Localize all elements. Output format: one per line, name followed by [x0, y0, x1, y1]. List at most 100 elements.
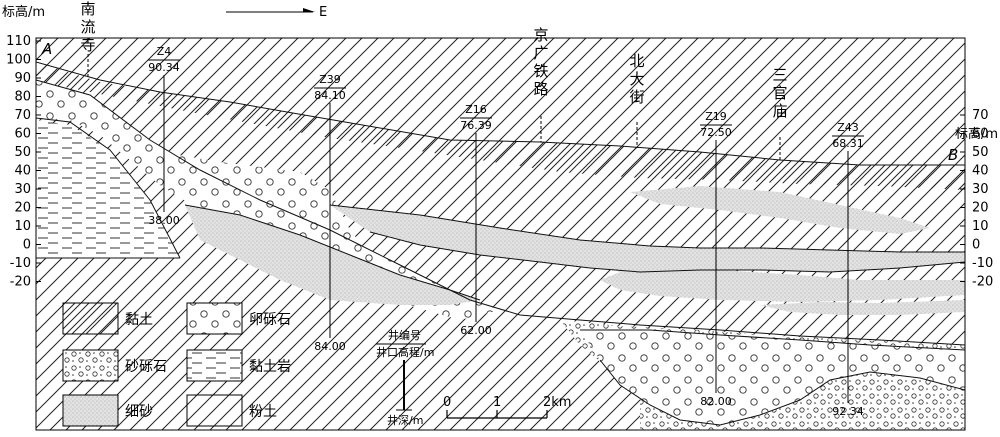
- left-tick-label: 100: [6, 53, 31, 68]
- legend-swatch: [62, 302, 119, 335]
- well-elevation: 76.39: [460, 119, 492, 132]
- left-tick-label: -10: [10, 256, 31, 271]
- legend-item-pebble: 卵砾石: [186, 302, 291, 335]
- left-tick-label: 70: [14, 108, 31, 123]
- pebble-layer-left: [36, 80, 500, 320]
- left-tick-label: 60: [14, 127, 31, 142]
- place-char: 大: [629, 70, 644, 88]
- left-tick-label: 90: [14, 71, 31, 86]
- place-char: 三: [772, 66, 787, 84]
- place-char: 官: [772, 84, 787, 102]
- right-tick-label: 30: [972, 182, 989, 197]
- fine-sand-left: [185, 205, 480, 305]
- place-char: 铁: [533, 62, 548, 80]
- right-tick-label: 40: [972, 164, 989, 179]
- right-tick-label: -10: [972, 256, 993, 271]
- place-char: 路: [533, 80, 548, 98]
- legend-label: 黏土: [125, 312, 153, 328]
- orientation-arrow: E: [226, 5, 327, 20]
- place-label: 南流寺: [80, 0, 96, 78]
- legend-label: 黏土岩: [249, 359, 291, 375]
- place-char: 南: [80, 0, 95, 18]
- right-tick-label: 0: [972, 238, 980, 253]
- right-tick-label: 50: [972, 145, 989, 160]
- well-id: Z16: [465, 103, 487, 116]
- fine-sand-lower-right: [760, 300, 965, 315]
- left-tick-label: 30: [14, 182, 31, 197]
- scale-2: 2km: [543, 395, 571, 410]
- place-char: 庙: [772, 102, 787, 120]
- legend-item-silt: 粉土: [186, 394, 277, 427]
- left-tick-label: 50: [14, 145, 31, 160]
- left-axis-title: 标高/m: [2, 4, 45, 20]
- well-z43: Z43 68.31 92.34: [832, 121, 864, 418]
- pebble-layer-mid: [150, 150, 370, 255]
- left-tick-label: 40: [14, 164, 31, 179]
- legend-label: 砂砾石: [125, 359, 167, 375]
- legend-item-sandgravel: 砂砾石: [62, 349, 167, 382]
- section-start-label: A: [41, 40, 52, 58]
- place-label: 三官庙: [772, 66, 788, 160]
- well-elevation: 84.10: [314, 89, 346, 102]
- right-tick-label: 10: [972, 219, 989, 234]
- wells: Z490.3438.00Z3984.1084.00Z1676.3962.00Z1…: [148, 45, 864, 418]
- well-id: Z4: [157, 45, 172, 58]
- legend-item-claystone: 黏土岩: [186, 349, 291, 382]
- well-depth: 62.00: [460, 324, 492, 337]
- left-tick-label: 20: [14, 201, 31, 216]
- legend-key-bottom: 井深/m: [387, 413, 423, 427]
- pebble-bottom: [580, 330, 965, 425]
- clay-top: [36, 62, 965, 190]
- well-z39: Z39 84.10 84.00: [314, 73, 346, 353]
- well-id: Z43: [837, 121, 859, 134]
- well-elevation: 68.31: [832, 137, 864, 150]
- scale-bar: 0 1 2km: [443, 395, 571, 419]
- left-tick-label: 80: [14, 90, 31, 105]
- well-depth: 92.34: [832, 405, 864, 418]
- legend-swatch: [186, 349, 243, 382]
- scale-0: 0: [443, 395, 451, 410]
- well-id: Z39: [319, 73, 341, 86]
- well-depth: 84.00: [314, 340, 346, 353]
- left-tick-label: 110: [6, 34, 31, 49]
- legend-swatch: [62, 349, 119, 382]
- right-tick-label: -20: [972, 275, 993, 290]
- strata: [36, 38, 965, 430]
- place-char: 北: [629, 52, 644, 70]
- legend-key: 井编号 井口高程/m 井深/m: [376, 328, 434, 427]
- left-tick-label: 10: [14, 219, 31, 234]
- legend-swatch: [186, 302, 243, 335]
- right-tick-label: 20: [972, 201, 989, 216]
- well-elevation: 90.34: [148, 61, 180, 74]
- well-depth: 82.00: [700, 395, 732, 408]
- place-char: 街: [629, 88, 644, 106]
- legend-key-line1: 井编号: [388, 328, 421, 342]
- legend-key-line2: 井口高程/m: [376, 345, 434, 359]
- scale-1: 1: [493, 395, 501, 410]
- legend-swatch: [62, 394, 119, 427]
- place-char: 京: [533, 26, 548, 44]
- legend-label: 细砂: [125, 404, 153, 420]
- place-char: 寺: [80, 36, 95, 54]
- legend-item-finesand: 细砂: [62, 394, 153, 427]
- well-z16: Z16 76.39 62.00: [460, 103, 492, 337]
- east-label: E: [319, 5, 327, 20]
- well-elevation: 72.50: [700, 126, 732, 139]
- well-id: Z19: [705, 110, 727, 123]
- legend-label: 卵砾石: [249, 312, 291, 328]
- left-tick-label: -20: [10, 275, 31, 290]
- claystone-layer: [36, 120, 180, 258]
- section-frame: [35, 37, 966, 431]
- left-tick-label: 0: [23, 238, 31, 253]
- legend-label: 粉土: [249, 404, 277, 420]
- right-axis-title: 标高/m: [955, 126, 998, 142]
- place-label: 北大街: [629, 52, 645, 148]
- place-char: 流: [80, 18, 95, 36]
- legend-swatch: [186, 394, 243, 427]
